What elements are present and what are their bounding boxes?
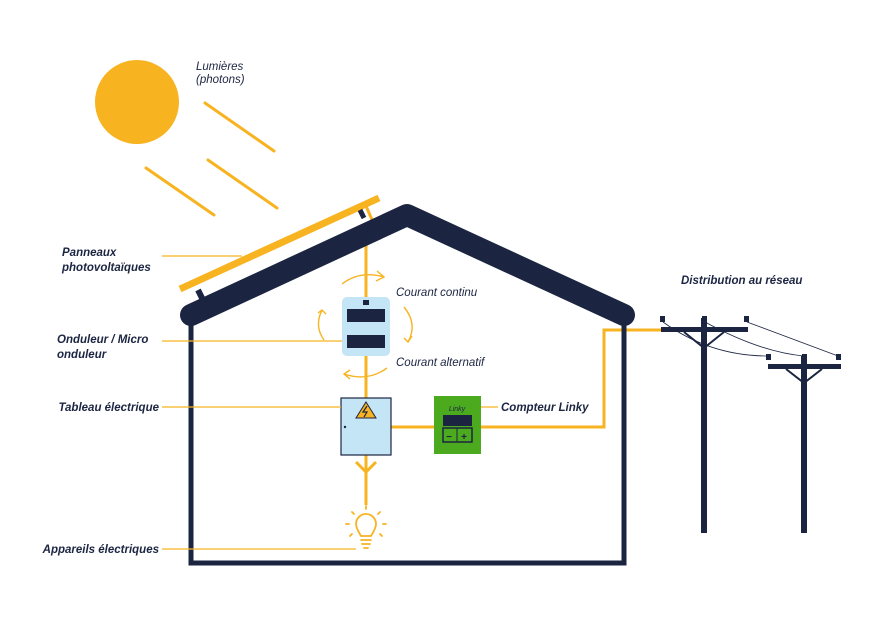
current-flow-arrows xyxy=(317,270,413,380)
label-inverter-line2: onduleur xyxy=(57,349,107,361)
meter-plus: + xyxy=(461,432,467,443)
label-appliances: Appareils électriques xyxy=(42,544,159,556)
meter-minus: − xyxy=(446,432,452,443)
utility-pole-icon xyxy=(660,316,841,533)
label-meter: Compteur Linky xyxy=(501,402,589,414)
label-direct-current: Courant continu xyxy=(396,287,478,299)
solar-panel xyxy=(178,194,381,304)
leader-lines xyxy=(162,255,498,550)
inverter xyxy=(342,297,390,356)
label-alternating-current: Courant alternatif xyxy=(396,357,486,369)
electrical-panel xyxy=(340,397,392,456)
light-rays xyxy=(144,101,279,217)
electrical-wiring xyxy=(364,205,661,505)
label-inverter: Onduleur / Micro onduleur xyxy=(57,334,152,361)
down-arrow-icon xyxy=(354,460,378,475)
lightbulb-icon xyxy=(345,505,387,549)
label-light-line2: (photons) xyxy=(196,74,245,86)
label-panels-line2: photovoltaïques xyxy=(61,262,151,274)
linky-meter: Linky − + xyxy=(434,396,481,454)
high-voltage-warning-icon xyxy=(355,401,377,419)
label-panels-line1: Panneaux xyxy=(62,247,117,259)
meter-brand: Linky xyxy=(449,406,466,413)
label-panel-board: Tableau électrique xyxy=(58,402,159,414)
label-light-line1: Lumières xyxy=(196,61,244,73)
label-grid: Distribution au réseau xyxy=(681,275,802,287)
label-panels: Panneaux photovoltaïques xyxy=(61,247,151,274)
house-walls xyxy=(188,318,627,566)
label-light: Lumières (photons) xyxy=(196,61,247,86)
label-inverter-line1: Onduleur / Micro xyxy=(57,334,148,346)
house-roof xyxy=(180,204,635,326)
house xyxy=(180,204,635,566)
sun-icon xyxy=(95,60,179,144)
